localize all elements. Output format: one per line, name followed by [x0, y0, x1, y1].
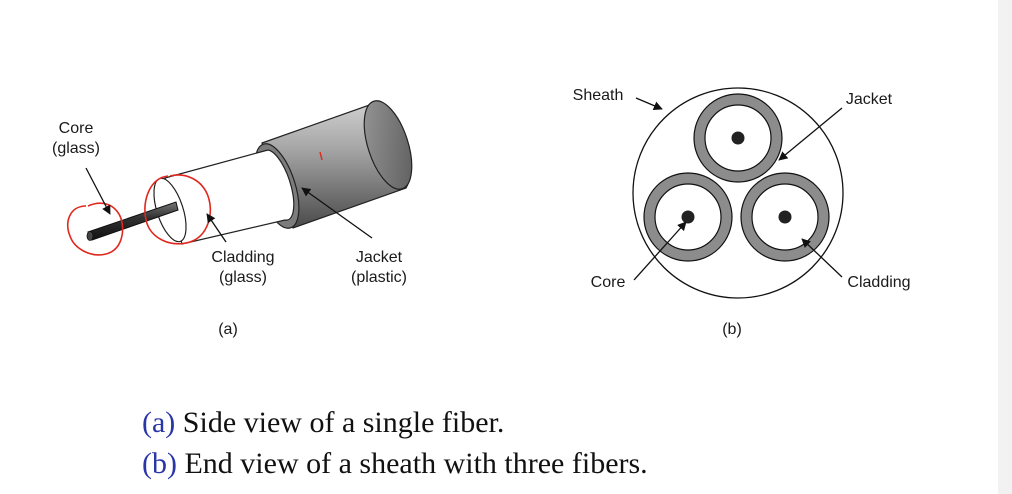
- jacket-leader-arrow: [301, 187, 373, 239]
- fiber-left-core: [681, 210, 695, 224]
- jacket-end-cap: [363, 100, 413, 190]
- fiber-top: [693, 93, 783, 183]
- cladding-b-leader-arrow: [801, 238, 843, 278]
- label-jacket-line1: Jacket: [356, 249, 403, 266]
- red-annotation-circle-core: [66, 202, 124, 256]
- label-jacket-b: Jacket: [846, 91, 893, 108]
- fiber-right: [740, 172, 830, 262]
- end-view-diagram: Sheath Jacket Core Cladding (b): [573, 87, 911, 338]
- caption-line-b: (b) End view of a sheath with three fibe…: [142, 449, 648, 479]
- page-edge-strip: [998, 0, 1012, 494]
- panel-label-b: (b): [722, 321, 742, 338]
- fiber-right-core: [778, 210, 792, 224]
- caption-text-a: Side view of a single fiber.: [175, 406, 505, 439]
- core-b-leader-arrow: [633, 221, 687, 281]
- jacket-b-leader-arrow: [778, 107, 843, 161]
- cladding-cylinder: [164, 149, 295, 245]
- label-core-b: Core: [591, 274, 626, 291]
- label-cladding-b: Cladding: [847, 274, 910, 291]
- panel-label-a: (a): [218, 321, 238, 338]
- label-core-line2: (glass): [52, 140, 100, 157]
- core-leader-arrow: [85, 167, 111, 215]
- fiber-top-core: [731, 131, 745, 145]
- label-cladding-line1: Cladding: [211, 249, 274, 266]
- side-view-diagram: Core (glass) Cladding (glass) Jacket (pl…: [52, 100, 413, 338]
- cladding-leader-arrow: [206, 213, 227, 243]
- caption-line-a: (a) Side view of a single fiber.: [142, 408, 504, 438]
- red-annotation-circle-cladding: [144, 174, 212, 245]
- label-sheath: Sheath: [573, 87, 624, 104]
- caption-tag-b: (b): [142, 447, 177, 480]
- label-cladding-line2: (glass): [219, 269, 267, 286]
- fiber-left: [643, 172, 733, 262]
- label-core-line1: Core: [59, 120, 94, 137]
- core-rod-tip: [86, 231, 94, 241]
- sheath-leader-arrow: [635, 97, 663, 110]
- caption-tag-a: (a): [142, 406, 176, 439]
- label-jacket-line2: (plastic): [351, 269, 407, 286]
- caption-text-b: End view of a sheath with three fibers.: [176, 447, 648, 480]
- red-annotation-mark: [319, 151, 323, 161]
